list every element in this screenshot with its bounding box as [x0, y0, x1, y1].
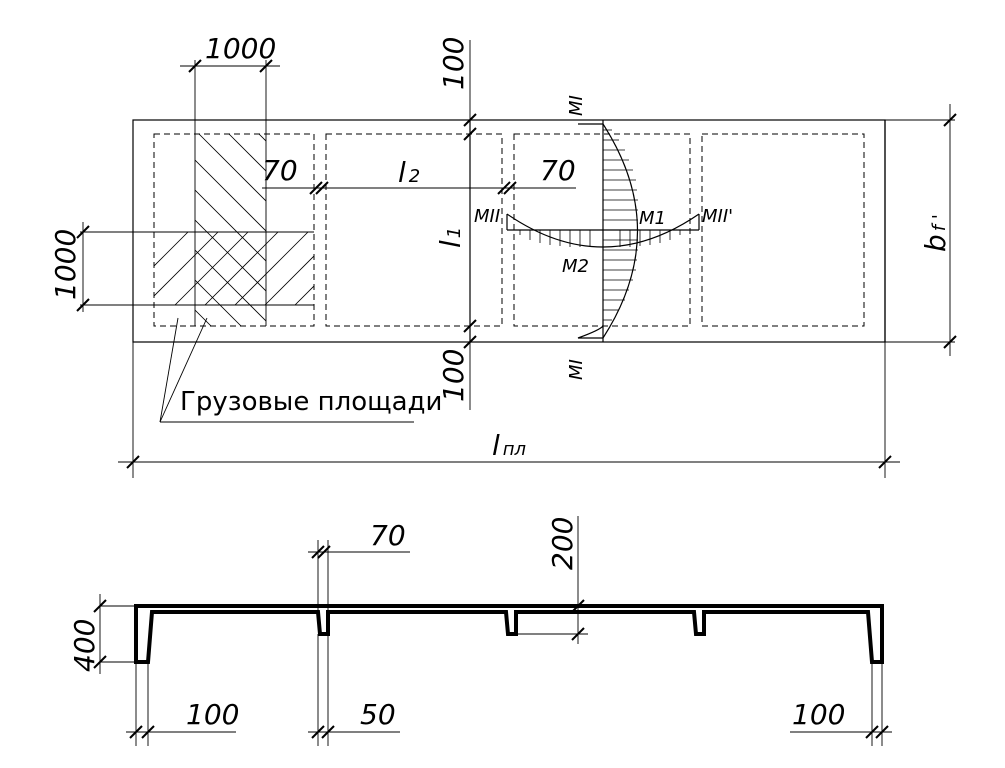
dim-top-offset: 100 — [437, 37, 470, 90]
dim-rib-width-right: 70 — [540, 154, 576, 187]
cross-section: 400 200 70 100 50 100 — [68, 516, 892, 746]
load-area-horizontal — [80, 231, 314, 306]
label-l1: l1 — [434, 227, 467, 248]
dim-section-height-400: 400 — [68, 619, 101, 672]
label-MII-left: MII — [474, 206, 500, 227]
note-load-areas: Грузовые площади — [180, 387, 442, 417]
moment-diagram — [506, 120, 700, 342]
dim-section-200: 200 — [546, 517, 579, 570]
slab-section-outline — [134, 604, 884, 664]
dim-section-right-100: 100 — [792, 698, 845, 731]
label-M2: M2 — [562, 256, 589, 277]
dim-rib-width-left: 70 — [262, 154, 298, 187]
panel-outline — [701, 133, 865, 327]
dim-load-width: 1000 — [205, 32, 276, 65]
label-MI-top: MI — [566, 95, 587, 116]
label-bf: bf ' — [919, 214, 952, 252]
dim-bottom-offset: 100 — [437, 349, 470, 402]
label-MI-bottom: MI — [566, 359, 587, 380]
label-M1: M1 — [639, 208, 666, 229]
dim-section-mid-50: 50 — [360, 698, 396, 731]
panel-outline — [325, 133, 503, 327]
dim-load-height: 1000 — [49, 229, 82, 300]
label-MII-right: MII' — [702, 206, 733, 227]
dim-section-left-100: 100 — [186, 698, 239, 731]
dim-section-rib-70: 70 — [370, 519, 406, 552]
load-area-vertical — [194, 60, 267, 326]
slab-outline — [132, 119, 886, 343]
panel-outline — [153, 133, 315, 327]
